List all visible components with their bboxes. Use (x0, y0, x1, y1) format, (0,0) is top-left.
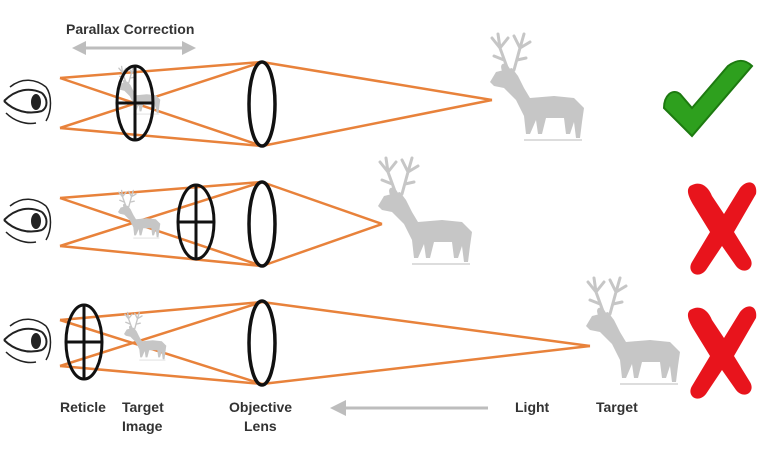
row-2 (3, 156, 757, 275)
objective-lens (247, 299, 277, 387)
check-mark-icon (662, 59, 754, 138)
eye-icon (3, 198, 52, 244)
objective-lens (247, 180, 277, 268)
label-light: Light (515, 399, 550, 415)
target-deer-icon (376, 156, 474, 266)
eye-icon (3, 318, 52, 364)
target-deer-icon (584, 276, 682, 386)
reticle (176, 183, 216, 261)
label-reticle: Reticle (60, 399, 106, 415)
objective-lens (247, 60, 277, 148)
label-target: Target (596, 399, 638, 415)
label-target-image-line2: Image (122, 418, 163, 434)
target-image-deer-icon (123, 311, 167, 361)
row-1 (3, 32, 754, 148)
target-deer-icon (488, 32, 586, 142)
parallax-double-arrow (72, 41, 196, 55)
x-mark-icon (687, 182, 757, 275)
x-mark-icon (687, 306, 757, 399)
light-rays (59, 60, 493, 148)
reticle (64, 303, 104, 381)
eye-icon (3, 79, 52, 125)
light-rays (59, 180, 383, 268)
row-3 (3, 276, 757, 399)
light-direction-arrow (330, 400, 488, 416)
reticle (115, 64, 155, 142)
label-objective-line2: Lens (244, 418, 277, 434)
label-objective-line1: Objective (229, 399, 292, 415)
target-image-deer-icon (117, 189, 161, 239)
parallax-correction-title: Parallax Correction (66, 21, 194, 37)
label-target-image-line1: Target (122, 399, 164, 415)
